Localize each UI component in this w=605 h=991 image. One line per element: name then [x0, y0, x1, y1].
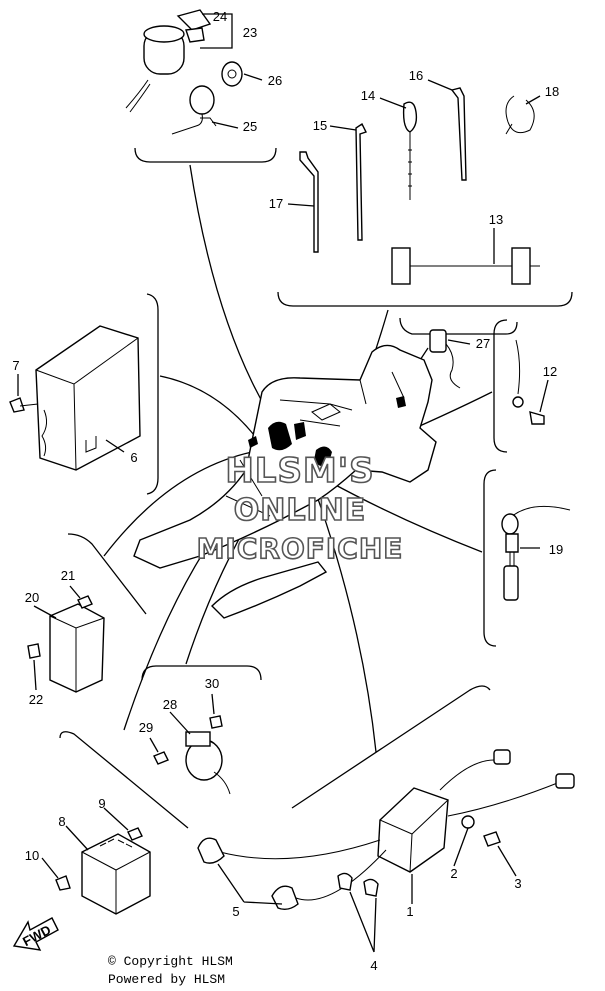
leader-16 [427, 79, 453, 91]
group-bracket-ties [277, 291, 573, 307]
cdi-unit [9, 325, 141, 471]
main-switch-assembly [125, 9, 263, 135]
group-bracket-regulator [59, 731, 189, 829]
watermark-line-2: ONLINE [234, 493, 367, 528]
group-bracket-fuse [399, 317, 518, 335]
callout-14: 14 [361, 88, 375, 103]
powered-by-text: Powered by HLSM [108, 972, 226, 987]
callout-20: 20 [25, 590, 39, 605]
callout-18: 18 [545, 84, 559, 99]
callout-7: 7 [12, 358, 19, 373]
callout-25: 25 [243, 119, 257, 134]
leader-15 [329, 125, 357, 131]
group-bracket-cdi [146, 293, 159, 495]
group-bracket-relay [67, 533, 147, 615]
group-bracket-ground [493, 319, 508, 453]
leader-relay-to-frame [103, 451, 253, 557]
leader-18 [525, 95, 541, 105]
ground-lead [512, 339, 549, 425]
callout-5: 5 [232, 904, 239, 919]
voltage-regulator [41, 807, 151, 915]
callout-15: 15 [313, 118, 327, 133]
callout-4: 4 [370, 958, 377, 973]
leader-17 [287, 203, 315, 207]
callout-13: 13 [489, 212, 503, 227]
callout-16: 16 [409, 68, 423, 83]
group-bracket-coil [291, 685, 491, 809]
callout-2: 2 [450, 866, 457, 881]
ignition-coil [197, 749, 575, 953]
fwd-arrow: FWD [12, 917, 59, 951]
callout-labels: 1 2 3 4 5 6 7 8 9 10 12 13 14 15 16 17 1… [12, 9, 563, 973]
copyright-text: © Copyright HLSM [108, 954, 233, 969]
leader-thermo-to-frame [329, 481, 483, 553]
snowmobile-frame [133, 344, 437, 619]
callout-3: 3 [514, 876, 521, 891]
callout-6: 6 [130, 450, 137, 465]
callout-26: 26 [268, 73, 282, 88]
group-bracket-sensor [141, 665, 262, 681]
callout-19: 19 [549, 542, 563, 557]
leader-cdi-to-frame [159, 375, 259, 441]
callout-27: 27 [476, 336, 490, 351]
callout-21: 21 [61, 568, 75, 583]
speed-sensor [149, 693, 231, 795]
watermark-line-3: MICROFICHE [197, 532, 404, 565]
callout-24: 24 [213, 9, 227, 24]
group-bracket-thermo [483, 469, 497, 647]
callout-30: 30 [205, 676, 219, 691]
fuse-holder [429, 329, 471, 389]
callout-29: 29 [139, 720, 153, 735]
group-bracket-main-switch [134, 147, 277, 163]
callout-23: 23 [243, 25, 257, 40]
callout-17: 17 [269, 196, 283, 211]
callout-12: 12 [543, 364, 557, 379]
callout-8: 8 [58, 814, 65, 829]
leader-coil-to-frame [311, 481, 377, 753]
thermo-switch [501, 505, 571, 601]
callout-10: 10 [25, 848, 39, 863]
watermark-line-1: HLSM'S [225, 451, 374, 491]
callout-1: 1 [406, 904, 413, 919]
callout-28: 28 [163, 697, 177, 712]
callout-22: 22 [29, 692, 43, 707]
callout-9: 9 [98, 796, 105, 811]
leader-switch-to-frame [189, 164, 269, 413]
relay-unit [27, 585, 105, 693]
cable-ties [299, 87, 540, 285]
leader-14 [379, 97, 407, 109]
